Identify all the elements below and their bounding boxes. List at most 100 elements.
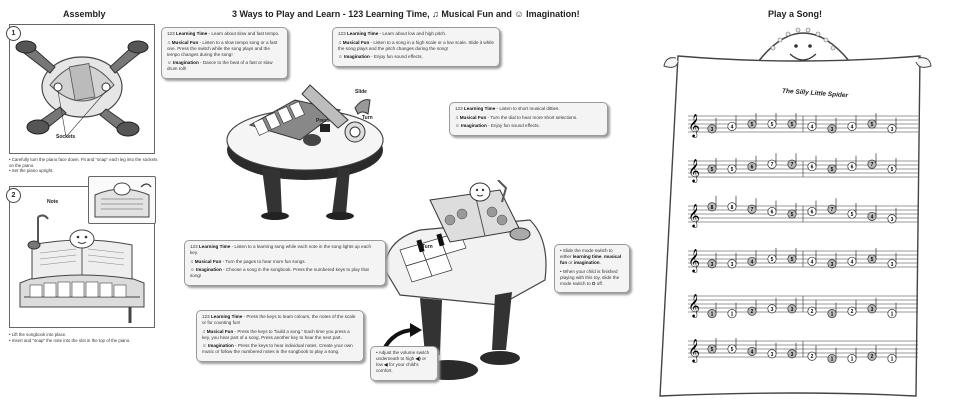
- imagination-icon: ☺: [514, 9, 527, 19]
- pitch-slide-note: 123 Learning Time - Learn about low and …: [332, 27, 500, 67]
- note-number: 1: [831, 357, 834, 363]
- note-number: 3: [891, 127, 894, 133]
- note-head: [787, 349, 797, 359]
- piano-upside-down-illustration: [15, 40, 149, 138]
- note-number: 6: [851, 165, 854, 171]
- heading-prefix: 3 Ways to Play and Learn -: [232, 9, 349, 19]
- imagination-icon: ☺: [202, 343, 208, 348]
- toy-piano-top-illustration: [226, 84, 384, 220]
- heading-imagination: Imagination!: [526, 9, 580, 19]
- step1-instructions: • Carefully turn the piano face down. Fi…: [9, 157, 159, 174]
- volume-high-icon: ◀): [415, 356, 421, 361]
- note-number: 1: [851, 357, 854, 363]
- musical-fun-icon: ♫: [190, 258, 195, 264]
- treble-clef-icon: 𝄞: [688, 113, 700, 138]
- learning-time-icon: 123: [348, 9, 366, 19]
- step1-text-1: • Carefully turn the piano face down. Fi…: [9, 157, 158, 168]
- note-number: 5: [891, 167, 894, 173]
- heading-learning-time: Learning Time,: [365, 9, 433, 19]
- note-number: 5: [831, 167, 834, 173]
- note-number: 6: [811, 210, 814, 216]
- note-head: [827, 124, 837, 134]
- note-head: [867, 211, 877, 221]
- note-head: [767, 207, 777, 217]
- note-number: 3: [891, 217, 894, 223]
- learning-time-icon: 123: [455, 106, 464, 111]
- note-number: 7: [831, 207, 834, 213]
- note-number: 3: [791, 307, 794, 313]
- note-head: [767, 349, 777, 359]
- note-number: 5: [711, 347, 714, 353]
- musical-fun-icon: ♫: [338, 39, 343, 45]
- note-number: 3: [731, 262, 734, 268]
- note-number: 6: [751, 165, 754, 171]
- sockets-label: Sockets: [56, 134, 76, 140]
- note-head: [867, 351, 877, 361]
- note-number: 3: [871, 307, 874, 313]
- assembly-step2-panel: [9, 186, 155, 328]
- note-number: 6: [771, 210, 774, 216]
- piano-songbook-illustration: [19, 214, 145, 323]
- musical-fun-icon: ♫: [167, 39, 172, 45]
- step1-text-2: • Set the piano upright.: [9, 168, 54, 174]
- learning-time-icon: 123: [190, 244, 199, 249]
- note-number: 1: [731, 312, 734, 318]
- musical-fun-icon: ♫: [202, 328, 207, 334]
- note-number: 7: [771, 162, 774, 168]
- note-number: 4: [871, 214, 874, 220]
- learning-time-icon: 123: [338, 31, 347, 36]
- imagination-icon: ☺: [190, 267, 196, 272]
- note-number: 4: [851, 259, 854, 265]
- note-number: 5: [791, 212, 794, 218]
- note-number: 3: [791, 352, 794, 358]
- note-number: 4: [851, 124, 854, 130]
- note-number: 5: [751, 122, 754, 128]
- step2-instructions: • Lift the songbook into place. • Insert…: [9, 332, 159, 343]
- note-number: 5: [731, 347, 734, 353]
- note-number: 5: [791, 122, 794, 128]
- musical-fun-icon: ♫: [455, 114, 460, 120]
- note-number: 3: [831, 127, 834, 133]
- note-head: [847, 121, 857, 131]
- note-number: 3: [711, 127, 714, 133]
- note-number: 3: [771, 307, 774, 313]
- note-head: [747, 306, 757, 316]
- note-head: [847, 306, 857, 316]
- note-number: 3: [711, 262, 714, 268]
- step2-number: 2: [6, 188, 21, 203]
- note-number: 6: [811, 165, 814, 171]
- note-number: 8: [731, 205, 734, 211]
- imagination-icon: ☺: [167, 60, 173, 65]
- note-number: 2: [851, 309, 854, 315]
- note-head: [807, 351, 817, 361]
- treble-clef-icon: 𝄞: [688, 158, 700, 183]
- note-head: [707, 124, 717, 134]
- note-head: [707, 259, 717, 269]
- musical-fun-icon: musical fun: [560, 254, 622, 265]
- note-number: 4: [751, 259, 754, 265]
- slide-label: Slide: [355, 89, 367, 95]
- note-head: [807, 207, 817, 217]
- note-head: [807, 306, 817, 316]
- step2-text-2: • Insert and “snap” the note into the sl…: [9, 337, 131, 343]
- note-number: 4: [731, 124, 734, 130]
- step2-text-1: • Lift the songbook into place.: [9, 332, 67, 337]
- note-number: 5: [711, 167, 714, 173]
- note-number: 5: [791, 257, 794, 263]
- note-number: 4: [751, 349, 754, 355]
- step2-inset: [88, 176, 156, 224]
- volume-switch-note: • Adjust the volume switch underneath to…: [370, 346, 438, 381]
- songbook-pages-note: 123 Learning Time - Listen to a learning…: [184, 240, 386, 286]
- learning-time-icon: 123: [202, 314, 211, 319]
- off-icon: O: [591, 280, 596, 286]
- note-number: 1: [831, 312, 834, 318]
- musical-fun-icon: ♫: [432, 9, 442, 19]
- note-number: 8: [711, 205, 714, 211]
- assembly-step1-panel: [9, 24, 155, 154]
- treble-clef-icon: 𝄞: [688, 293, 700, 318]
- note-number: 2: [811, 354, 814, 360]
- press-label: Press: [316, 118, 330, 124]
- toy-piano-bottom-illustration: [380, 180, 547, 380]
